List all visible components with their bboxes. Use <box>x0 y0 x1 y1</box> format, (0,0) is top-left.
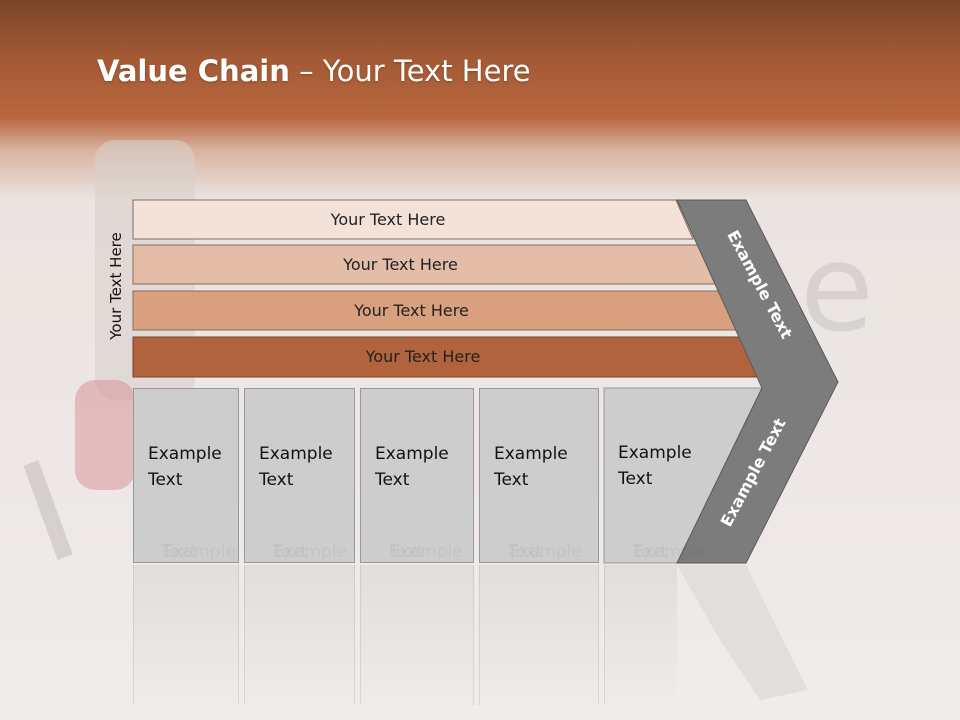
value-bar-3[interactable]: Your Text Here <box>132 290 741 331</box>
value-bar-4-label: Your Text Here <box>365 346 481 366</box>
example-box-5-line1: Example <box>618 443 692 463</box>
example-box-3-line1: Example <box>375 444 449 464</box>
example-box-4-line1: Example <box>494 444 568 464</box>
title-rest-part: – Your Text Here <box>289 54 531 88</box>
chevron-shape <box>676 199 839 564</box>
example-box-1-line2: Text <box>148 470 183 490</box>
box-reflection-4-line2: Text <box>508 539 542 565</box>
value-bar-1[interactable]: Your Text Here <box>132 199 694 240</box>
box-reflection-5-line2: Text <box>633 539 667 565</box>
slide-title: Value Chain – Your Text Here <box>97 54 531 88</box>
value-bar-1-label: Your Text Here <box>330 209 446 229</box>
example-box-4-line2: Text <box>494 470 529 490</box>
box-reflection-2-line2: Text <box>273 539 307 565</box>
box-reflection-1-line2: Text <box>162 539 196 565</box>
value-bar-3-label: Your Text Here <box>354 300 469 320</box>
chevron-reflection <box>677 565 808 700</box>
example-box-3-line2: Text <box>375 470 410 490</box>
value-bar-4[interactable]: Your Text Here <box>132 336 764 378</box>
example-box-2-line1: Example <box>259 444 333 464</box>
box-reflection-3-line2: Text <box>389 539 423 565</box>
example-box-2-line2: Text <box>259 470 294 490</box>
value-bar-2-label: Your Text Here <box>343 254 458 274</box>
title-bold-part: Value Chain <box>97 54 290 88</box>
example-box-5-line2: Text <box>618 469 653 489</box>
example-box-1-line1: Example <box>148 444 222 464</box>
